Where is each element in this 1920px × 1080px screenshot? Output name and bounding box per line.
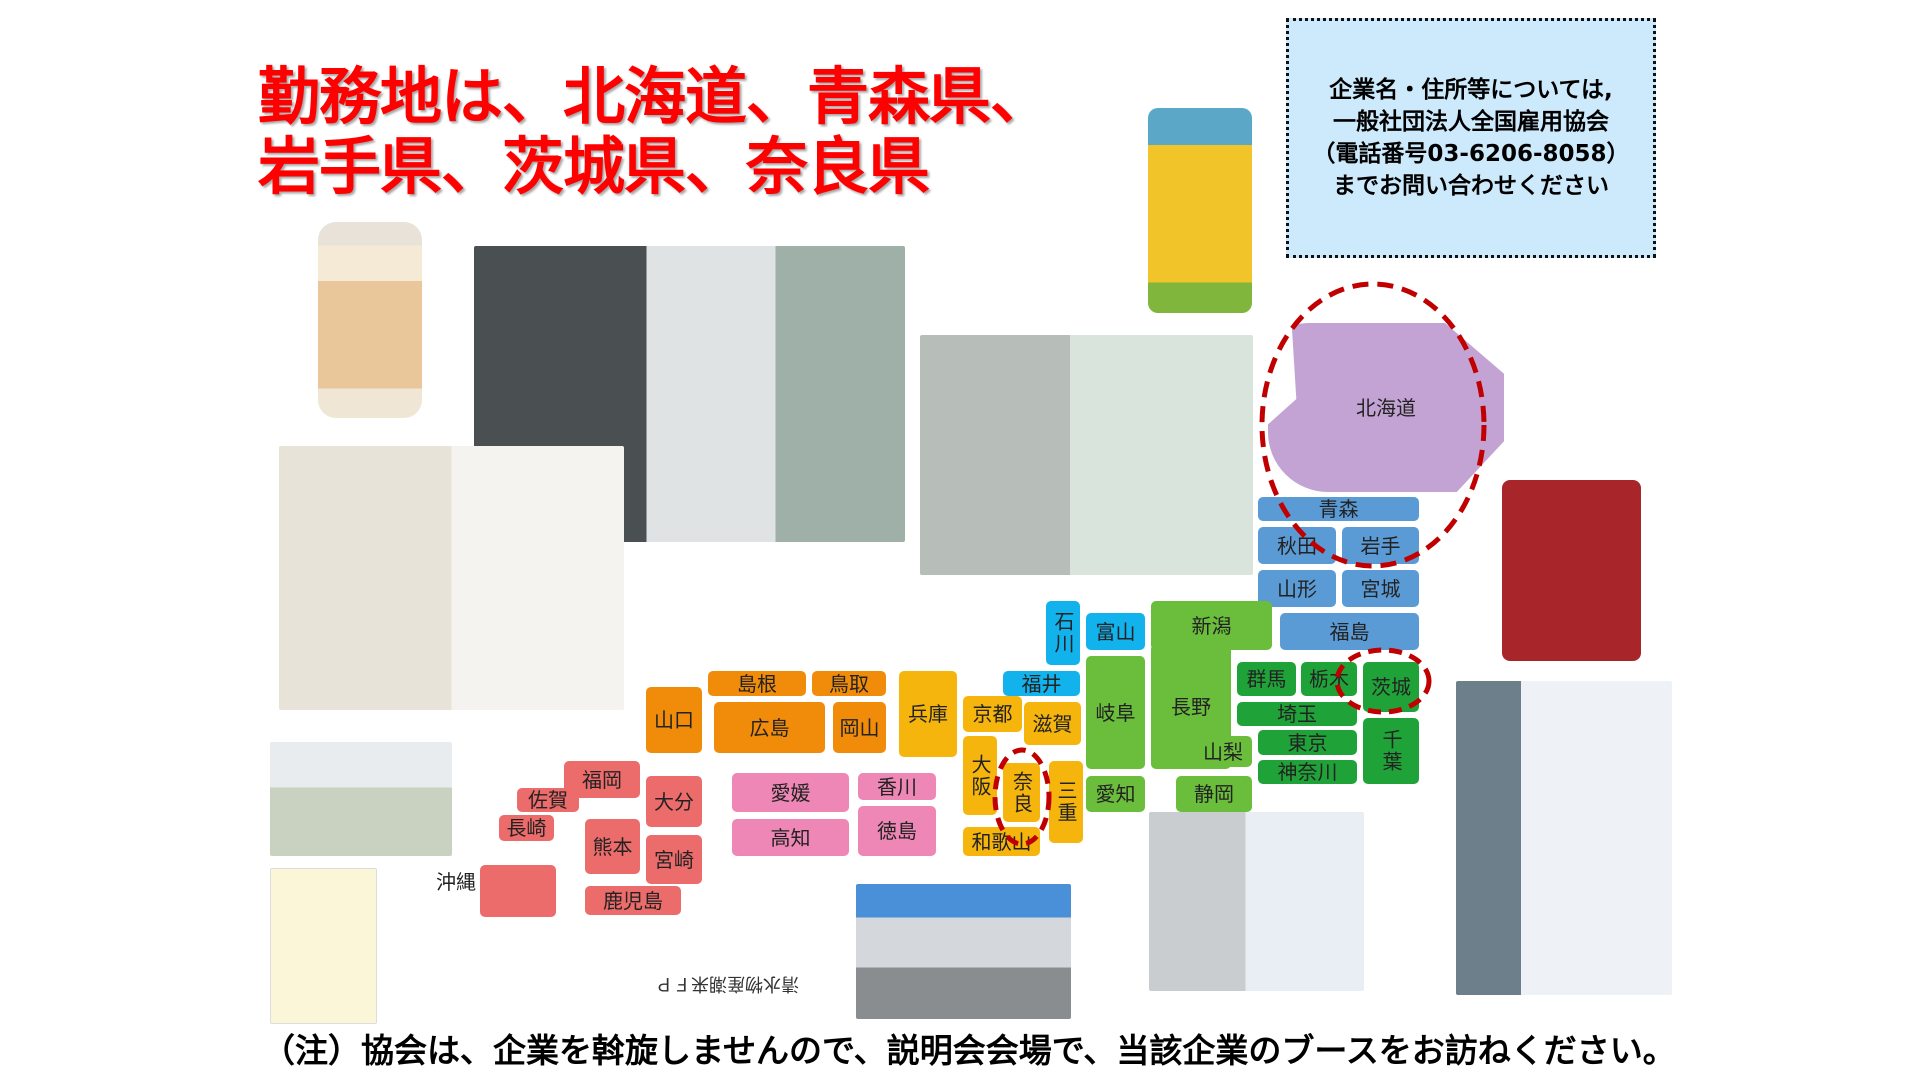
prefecture-9: 富山: [1086, 613, 1145, 650]
prefecture-25: 兵庫: [899, 671, 957, 757]
warehouse-photo: [856, 884, 1071, 1019]
storage-shelves-photo: [270, 742, 452, 856]
prefecture-12: 福井: [1003, 671, 1080, 696]
ginger-jar-photo: [318, 222, 422, 418]
info-line: 一般社団法人全国雇用協会: [1333, 109, 1609, 135]
prefecture-7: 新潟: [1151, 601, 1272, 650]
corn-product-photo: [1148, 108, 1252, 313]
prefecture-44: 宮崎: [646, 835, 702, 884]
prefecture-27: 奈良: [1003, 763, 1040, 822]
prefecture-22: 静岡: [1176, 776, 1252, 812]
info-line: までお問い合わせください: [1333, 173, 1609, 199]
chestnut-product-photo: [1502, 480, 1641, 661]
prefecture-28: 三重: [1049, 761, 1083, 843]
prefecture-10: 石川: [1046, 601, 1080, 665]
okinawa-shape: [480, 865, 556, 917]
certificate-photo: [270, 868, 377, 1024]
prefecture-45: 鹿児島: [585, 886, 681, 915]
contact-info-box: 企業名・住所等については, 一般社団法人全国雇用協会 （電話番号03-6206-…: [1286, 18, 1656, 258]
prefecture-30: 島根: [708, 671, 806, 696]
okinawa-label: 沖縄: [436, 870, 476, 894]
footer-note: （注）協会は、企業を斡旋しませんので、説明会会場で、当該企業のブースをお訪ねくだ…: [262, 1031, 1676, 1070]
prefecture-37: 高知: [732, 819, 849, 856]
prefecture-2: 秋田: [1258, 527, 1336, 564]
prefecture-21: 愛知: [1086, 776, 1145, 812]
prefecture-13: 群馬: [1237, 662, 1296, 696]
prefecture-42: 大分: [646, 776, 702, 827]
cleanroom-woman-photo: [1456, 681, 1672, 995]
prefecture-36: 香川: [858, 773, 936, 800]
info-line: （電話番号03-6206-8058）: [1312, 141, 1630, 167]
lab-worker-photo: [279, 446, 624, 710]
prefecture-35: 愛媛: [732, 773, 849, 812]
title-line-1: 勤務地は、北海道、青森県、: [258, 60, 1052, 133]
prefecture-23: 滋賀: [1024, 702, 1081, 745]
prefecture-33: 広島: [714, 702, 825, 753]
prefecture-26: 大阪: [963, 736, 997, 815]
info-line: 企業名・住所等については,: [1329, 77, 1613, 103]
prefecture-19: 神奈川: [1258, 760, 1357, 784]
prefecture-6: 福島: [1280, 613, 1419, 650]
prefecture-16: 埼玉: [1237, 702, 1357, 726]
prefecture-20: 千葉: [1363, 718, 1419, 784]
prefecture-43: 熊本: [585, 819, 640, 874]
prefecture-4: 山形: [1258, 570, 1336, 607]
prefecture-29: 和歌山: [963, 827, 1040, 856]
prefecture-32: 山口: [646, 687, 702, 753]
prefecture-3: 岩手: [1342, 527, 1419, 564]
prefecture-15: 茨城: [1363, 662, 1419, 712]
prefecture-34: 岡山: [833, 702, 886, 753]
prefecture-17: 山梨: [1194, 736, 1252, 767]
prefecture-18: 東京: [1258, 730, 1357, 755]
prefecture-40: 佐賀: [517, 788, 579, 812]
prefecture-38: 徳島: [858, 806, 936, 856]
title-line-2: 岩手県、茨城県、奈良県: [258, 130, 930, 203]
prefecture-0: 北海道: [1268, 323, 1504, 492]
cleanroom-worker-photo: [1149, 812, 1364, 991]
photo-caption: 清水物産潮来ＦＰ: [655, 973, 799, 994]
prefecture-11: 岐阜: [1086, 656, 1145, 769]
prefecture-41: 長崎: [499, 815, 554, 841]
prefecture-14: 栃木: [1301, 662, 1357, 696]
prefecture-24: 京都: [963, 696, 1022, 732]
conveyor-worker-photo: [920, 335, 1253, 575]
page-title: 勤務地は、北海道、青森県、 岩手県、茨城県、奈良県: [258, 60, 1052, 203]
prefecture-31: 鳥取: [812, 671, 886, 696]
prefecture-5: 宮城: [1342, 570, 1419, 607]
prefecture-1: 青森: [1258, 497, 1419, 521]
